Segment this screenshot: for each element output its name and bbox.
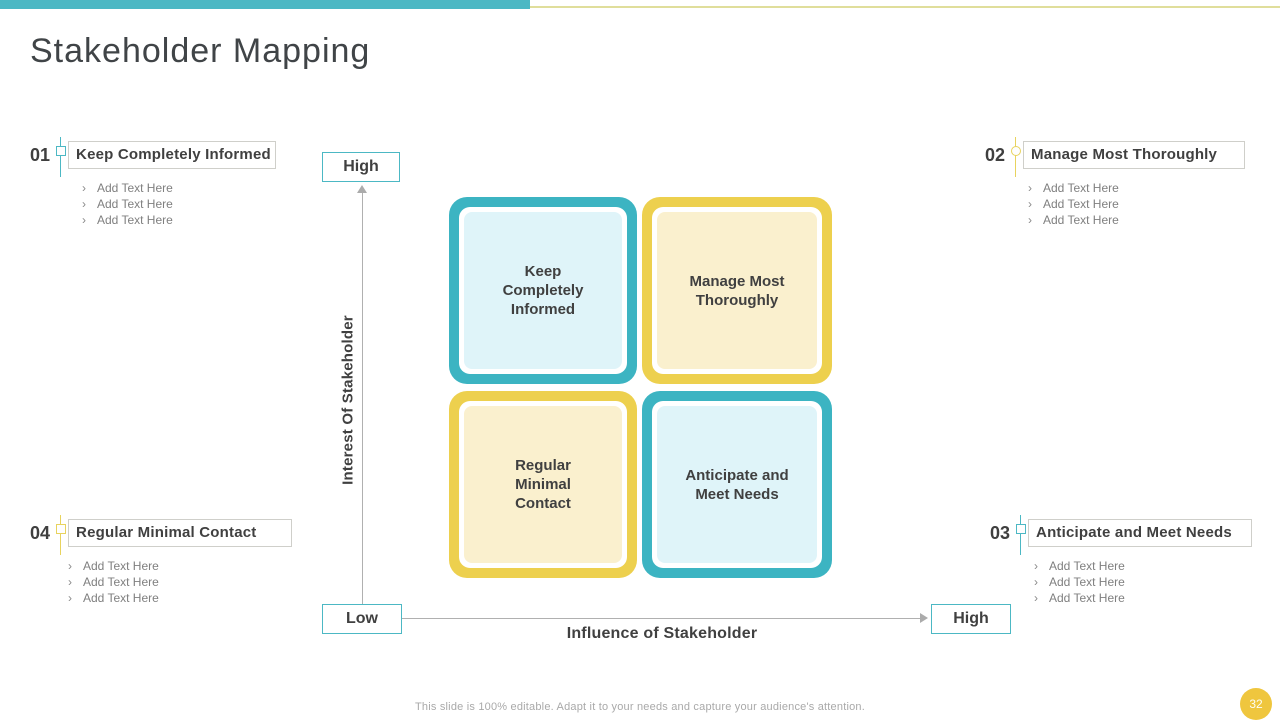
chevron-bullet-icon: › — [1034, 559, 1038, 573]
callout-02-label[interactable]: Manage Most Thoroughly — [1023, 141, 1246, 169]
quadrant-label: Manage Most Thoroughly — [657, 212, 817, 369]
y-axis-line — [362, 192, 363, 604]
chevron-bullet-icon: › — [1028, 181, 1032, 195]
callout-03-marker-icon — [1014, 515, 1028, 555]
y-axis-label: Interest Of Stakeholder — [339, 315, 357, 485]
list-item[interactable]: ›Add Text Here — [82, 197, 173, 211]
x-axis-arrowhead-icon — [920, 613, 928, 623]
quadrant-label: Regular Minimal Contact — [464, 406, 622, 563]
list-item[interactable]: ›Add Text Here — [1028, 213, 1119, 227]
chevron-bullet-icon: › — [1028, 197, 1032, 211]
list-item[interactable]: ›Add Text Here — [1034, 559, 1125, 573]
list-item[interactable]: ›Add Text Here — [82, 213, 173, 227]
list-item[interactable]: ›Add Text Here — [82, 181, 173, 195]
callout-04-number: 04 — [30, 523, 51, 543]
callout-02[interactable]: 02 Manage Most Thoroughly — [985, 137, 1246, 177]
callout-01[interactable]: 01 Keep Completely Informed — [30, 137, 277, 177]
callout-04-label[interactable]: Regular Minimal Contact — [68, 519, 293, 547]
page-number-badge: 32 — [1240, 688, 1272, 720]
callout-01-bullets: ›Add Text Here ›Add Text Here ›Add Text … — [82, 180, 173, 228]
callout-03-bullets: ›Add Text Here ›Add Text Here ›Add Text … — [1034, 558, 1125, 606]
quadrant-label: Anticipate and Meet Needs — [657, 406, 817, 563]
stakeholder-matrix: Keep Completely Informed Manage Most Tho… — [449, 197, 832, 578]
footer-note: This slide is 100% editable. Adapt it to… — [415, 701, 865, 713]
callout-02-number: 02 — [985, 145, 1006, 165]
chevron-bullet-icon: › — [82, 197, 86, 211]
y-axis-high-box[interactable]: High — [322, 152, 400, 182]
quadrant-manage-most-thoroughly[interactable]: Manage Most Thoroughly — [642, 197, 832, 384]
chevron-bullet-icon: › — [1034, 591, 1038, 605]
list-item[interactable]: ›Add Text Here — [1034, 575, 1125, 589]
x-axis-high-box[interactable]: High — [931, 604, 1011, 634]
x-axis-line — [402, 618, 920, 619]
x-axis-label: Influence of Stakeholder — [566, 625, 758, 642]
chevron-bullet-icon: › — [68, 575, 72, 589]
chevron-bullet-icon: › — [1034, 575, 1038, 589]
list-item[interactable]: ›Add Text Here — [1028, 197, 1119, 211]
callout-04-marker-icon — [54, 515, 68, 555]
callout-01-label[interactable]: Keep Completely Informed — [68, 141, 277, 169]
list-item[interactable]: ›Add Text Here — [1034, 591, 1125, 605]
top-accent-bar-teal — [0, 0, 530, 9]
quadrant-regular-minimal-contact[interactable]: Regular Minimal Contact — [449, 391, 637, 578]
list-item[interactable]: ›Add Text Here — [68, 591, 159, 605]
callout-02-bullets: ›Add Text Here ›Add Text Here ›Add Text … — [1028, 180, 1119, 228]
callout-03[interactable]: 03 Anticipate and Meet Needs — [990, 515, 1253, 555]
quadrant-anticipate-and-meet-needs[interactable]: Anticipate and Meet Needs — [642, 391, 832, 578]
list-item[interactable]: ›Add Text Here — [1028, 181, 1119, 195]
callout-04[interactable]: 04 Regular Minimal Contact — [30, 515, 293, 555]
callout-04-bullets: ›Add Text Here ›Add Text Here ›Add Text … — [68, 558, 159, 606]
callout-03-number: 03 — [990, 523, 1011, 543]
chevron-bullet-icon: › — [68, 591, 72, 605]
chevron-bullet-icon: › — [68, 559, 72, 573]
top-accent-bar-yellow — [530, 6, 1280, 8]
chevron-bullet-icon: › — [1028, 213, 1032, 227]
callout-01-marker-icon — [54, 137, 68, 177]
y-axis-arrowhead-icon — [357, 185, 367, 193]
chevron-bullet-icon: › — [82, 213, 86, 227]
quadrant-keep-completely-informed[interactable]: Keep Completely Informed — [449, 197, 637, 384]
page-title[interactable]: Stakeholder Mapping — [30, 32, 371, 70]
quadrant-label: Keep Completely Informed — [464, 212, 622, 369]
callout-01-number: 01 — [30, 145, 51, 165]
list-item[interactable]: ›Add Text Here — [68, 575, 159, 589]
chevron-bullet-icon: › — [82, 181, 86, 195]
callout-03-label[interactable]: Anticipate and Meet Needs — [1028, 519, 1253, 547]
list-item[interactable]: ›Add Text Here — [68, 559, 159, 573]
callout-02-marker-icon — [1009, 137, 1023, 177]
x-axis-low-box[interactable]: Low — [322, 604, 402, 634]
